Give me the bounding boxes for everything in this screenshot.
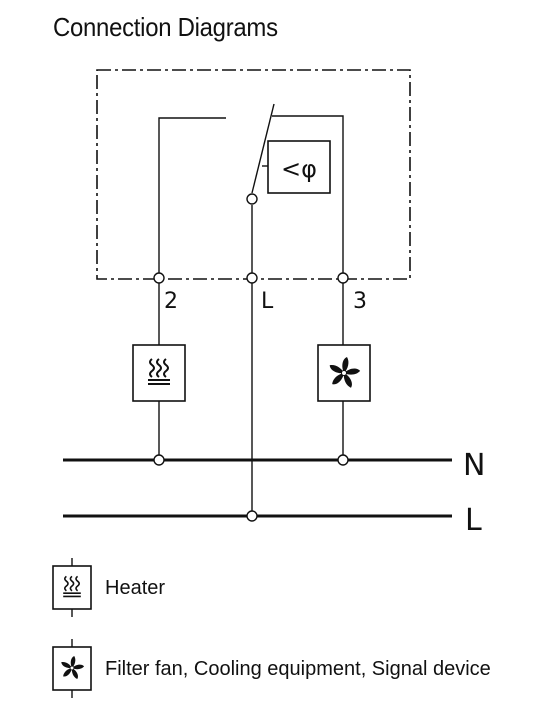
heater-box: [132, 344, 186, 402]
page-title: Connection Diagrams: [53, 12, 278, 42]
internal-wiring: [158, 103, 344, 273]
fan-box: [317, 344, 371, 402]
external-wiring: [158, 283, 344, 511]
terminal-3: [337, 272, 349, 284]
legend-fan-label: Filter fan, Cooling equipment, Signal de…: [105, 658, 491, 680]
legend-heater-label: Heater: [105, 577, 165, 599]
live-rail-label: L: [465, 503, 482, 538]
terminal-2: [153, 272, 165, 284]
legend-heater: Heater: [52, 558, 165, 617]
switch-contact: [246, 193, 258, 205]
live-junction: [246, 510, 258, 522]
sensor-symbol: <φ: [281, 155, 317, 183]
legend-fan: Filter fan, Cooling equipment, Signal de…: [52, 639, 491, 698]
terminal-3-label: 3: [353, 289, 367, 314]
terminal-L-label: L: [261, 289, 274, 314]
neutral-junction-fan: [337, 454, 349, 466]
terminal-L: [246, 272, 258, 284]
humidity-sensor: <φ: [267, 140, 331, 194]
neutral-rail-label: N: [463, 448, 485, 483]
device-enclosure: [96, 69, 411, 280]
neutral-junction-heater: [153, 454, 165, 466]
terminal-2-label: 2: [164, 289, 178, 314]
